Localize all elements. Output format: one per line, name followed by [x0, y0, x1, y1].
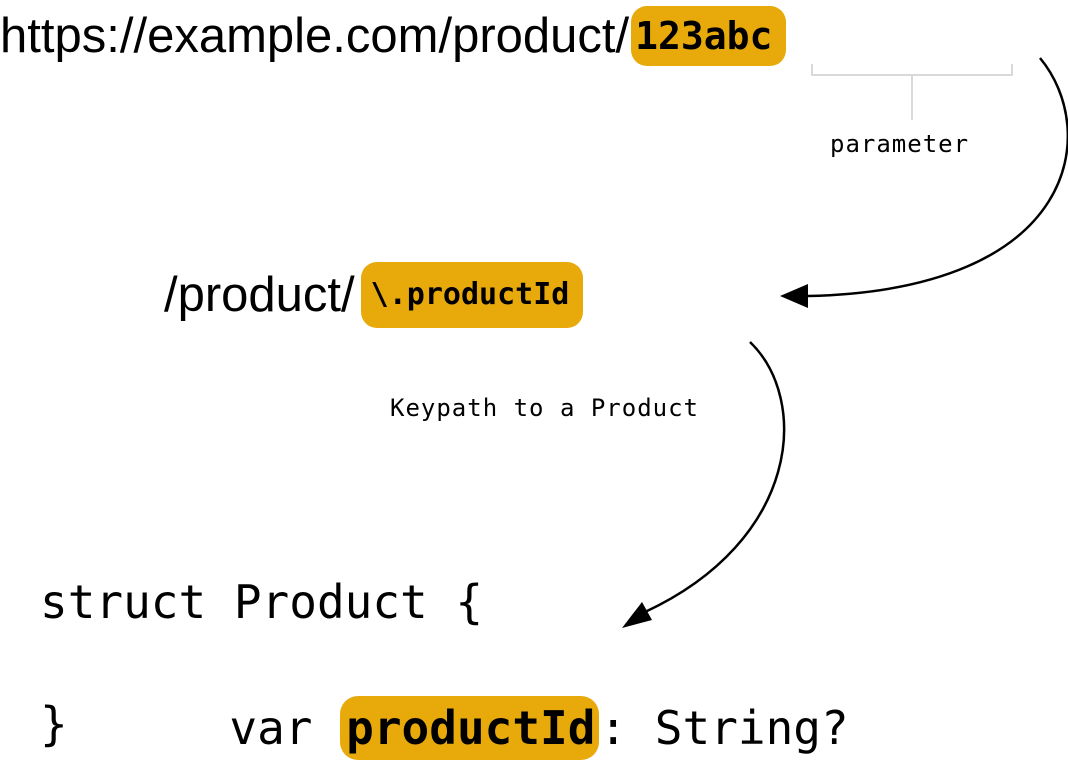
code-property-line: var productId: String? — [174, 632, 849, 760]
code-struct-declaration: struct Product { — [40, 575, 484, 629]
code-var-keyword: var — [229, 701, 341, 755]
code-field-highlight: productId — [340, 696, 600, 760]
keypath-label: Keypath to a Product — [390, 394, 699, 422]
url-parameter-highlight: 123abc — [631, 6, 787, 66]
route-prefix: /product/ — [164, 268, 355, 322]
code-closing-brace: } — [40, 697, 68, 751]
arrowhead-field — [622, 602, 652, 628]
parameter-label: parameter — [830, 130, 970, 158]
arrowhead-keypath — [780, 284, 808, 308]
url-line: https://example.com/product/123abc — [0, 6, 787, 66]
route-keypath-highlight: \.productId — [360, 262, 584, 328]
arrow-keypath-to-field — [644, 341, 786, 614]
code-type-annotation: : String? — [599, 701, 849, 755]
url-prefix: https://example.com/product/ — [0, 9, 630, 63]
route-pattern: /product/\.productId — [164, 262, 584, 328]
arrow-parameter-to-keypath — [807, 57, 1068, 298]
parameter-bracket — [811, 64, 1013, 120]
